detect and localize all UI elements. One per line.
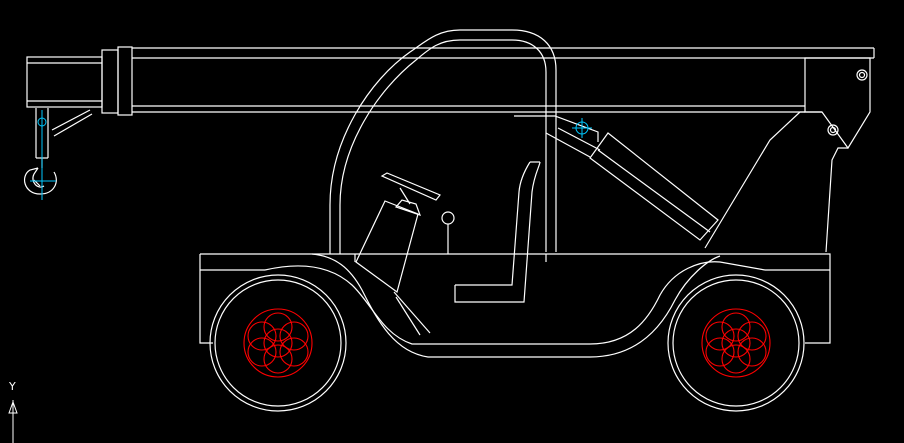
boom-collar-right [117,46,133,116]
crane-truck-drawing [23,29,875,412]
boom-tip-section [26,56,103,108]
cylinder-pin-center-mark [572,118,592,138]
rear-wheel-hub [701,308,771,378]
hook-center-mark [30,110,56,200]
boom-pivot-mast [704,57,871,253]
pivot-pin-upper [856,69,868,81]
pivot-pin-lower [827,124,839,136]
wheel-hubs [243,308,771,378]
front-wheel-hub [243,308,313,378]
steering-wheel [380,172,441,201]
control-lever [441,211,455,254]
roll-cage [329,29,557,254]
front-wheel [209,274,347,412]
center-marks [30,110,592,200]
hydraulic-cylinder [514,115,719,241]
ucs-axis-label: Y [9,380,16,393]
steering-column [355,172,441,336]
ucs-icon [8,400,18,443]
crane-boom [26,46,875,116]
operator-seat [454,161,541,303]
boom-collar-left [101,49,119,114]
chassis [199,253,831,358]
rear-wheel [667,274,805,412]
